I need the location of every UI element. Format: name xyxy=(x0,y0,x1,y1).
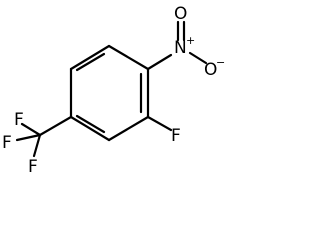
charge-nitro-n: + xyxy=(186,34,195,47)
bond-ring-to-cf3 xyxy=(38,115,73,137)
atom-nitro-n: N xyxy=(174,38,187,58)
structure-diagram: N + O O − F F F F xyxy=(2,4,225,177)
benzene-ring xyxy=(69,44,150,142)
ring-bond-c5-c6 xyxy=(69,44,111,71)
bond-cf3-to-f-left xyxy=(15,133,42,142)
ring-double-bond-inner-2 xyxy=(75,114,106,134)
ring-double-bond-inner-3 xyxy=(75,52,106,72)
bond-nitro-to-o-right xyxy=(188,51,208,65)
bond-cf3-to-f-bottom xyxy=(32,133,42,158)
bond-ring-to-fluoro xyxy=(146,115,173,132)
ring-bond-c2-c3 xyxy=(107,115,150,142)
ring-bond-c6-c1 xyxy=(107,44,150,71)
atom-cf3-f-top: F xyxy=(14,110,24,130)
atom-cf3-f-bottom: F xyxy=(28,157,38,177)
bond-ring-to-nitro xyxy=(146,53,173,71)
atom-cf3-f-left: F xyxy=(2,133,12,153)
bond-cf3-to-f-top xyxy=(20,122,42,137)
charge-nitro-o-right: − xyxy=(216,56,225,69)
ring-bond-c3-c4 xyxy=(69,115,111,142)
atom-nitro-o-top: O xyxy=(174,4,187,24)
atom-nitro-o-right: O xyxy=(204,60,217,80)
atom-fluoro: F xyxy=(171,126,181,146)
